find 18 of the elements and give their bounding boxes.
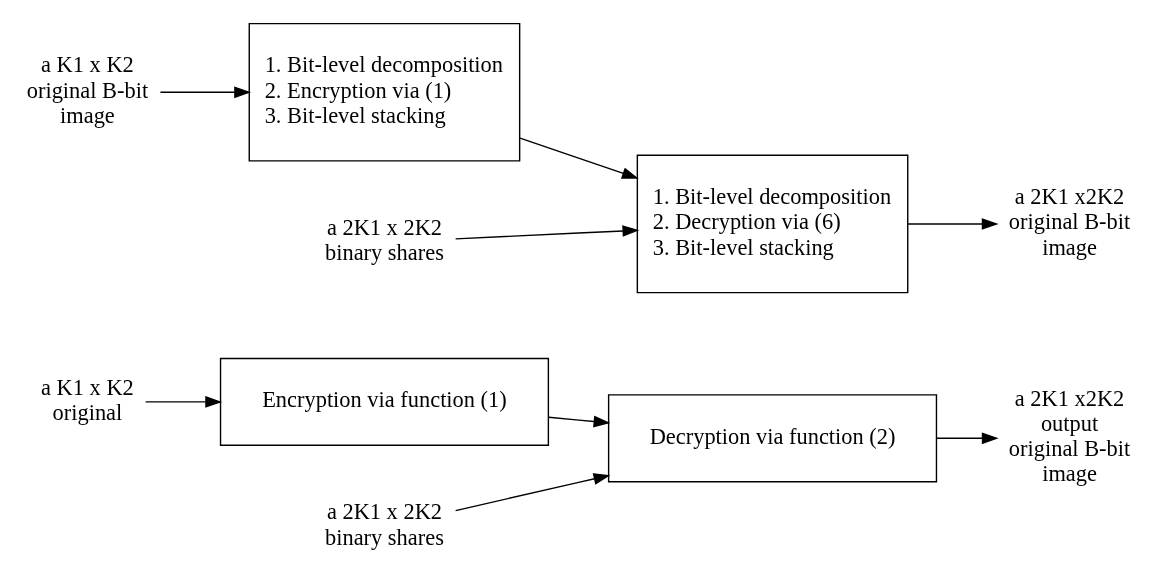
arrow	[454, 224, 640, 240]
arrow	[454, 472, 611, 511]
node-text: a 2K1 x2K2 original B-bit image	[1008, 183, 1131, 259]
arrow	[519, 136, 639, 179]
arrow	[159, 85, 252, 98]
node-text: a K1 x K2 original B-bit image	[26, 51, 149, 128]
node-text: a K1 x K2 original	[41, 374, 134, 425]
node-box: 1. Bit-level decomposition 2. Decryption via (6) 3. Bit-level stacking	[636, 154, 909, 293]
node-box: Encryption via function (1)	[219, 357, 550, 446]
node-text: a 2K1 x2K2 output original B-bit image	[1008, 385, 1131, 486]
node-box: 1. Bit-level decomposition 2. Encryption via (1) 3. Bit-level stacking	[248, 22, 521, 162]
node-text: a 2K1 x 2K2 binary shares	[325, 214, 444, 265]
arrow	[144, 395, 223, 408]
node-box: Decryption via function (2)	[607, 393, 938, 482]
arrow	[907, 217, 999, 230]
node-text: a 2K1 x 2K2 binary shares	[325, 498, 444, 550]
arrow	[548, 415, 611, 427]
arrow	[935, 431, 999, 444]
